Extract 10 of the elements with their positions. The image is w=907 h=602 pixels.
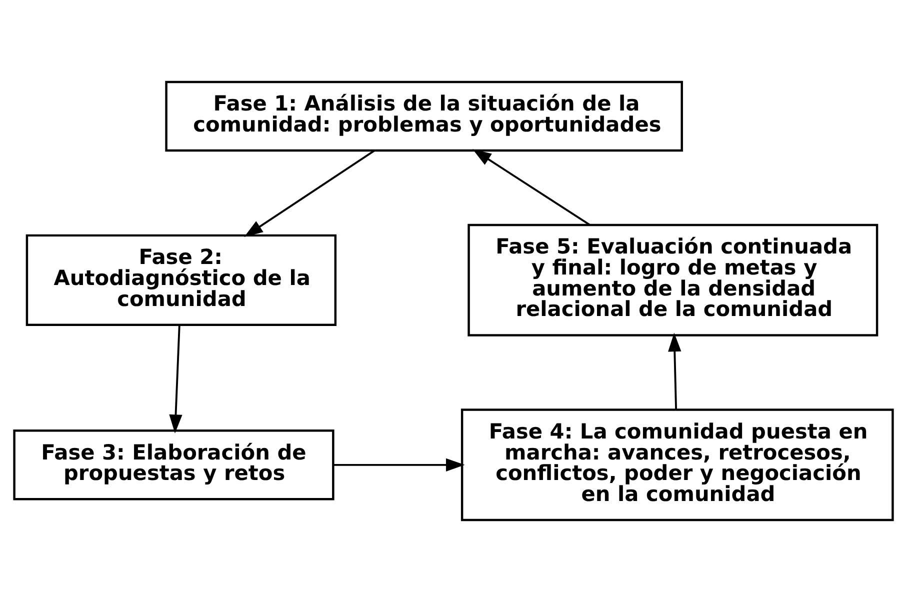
arrow — [472, 149, 590, 226]
node-box: Fase 2: Autodiagnóstico de la comunidad — [26, 234, 337, 326]
node-box: Fase 1: Análisis de la situación de la comunidad: problemas y oportunidades — [165, 80, 683, 152]
node-box: Fase 4: La comunidad puesta en marcha: avances, retrocesos, conflictos, poder y negociación en la comunidad — [460, 408, 894, 522]
node-box: Fase 3: Elaboración de propuestas y retos — [13, 430, 334, 500]
node-box: Fase 5: Evaluación continuada y final: logro de metas y aumento de la densidad relacional de la comunidad — [468, 224, 878, 336]
arrow — [244, 150, 375, 237]
arrow — [334, 458, 465, 472]
arrow — [668, 332, 682, 410]
arrow — [169, 325, 182, 434]
